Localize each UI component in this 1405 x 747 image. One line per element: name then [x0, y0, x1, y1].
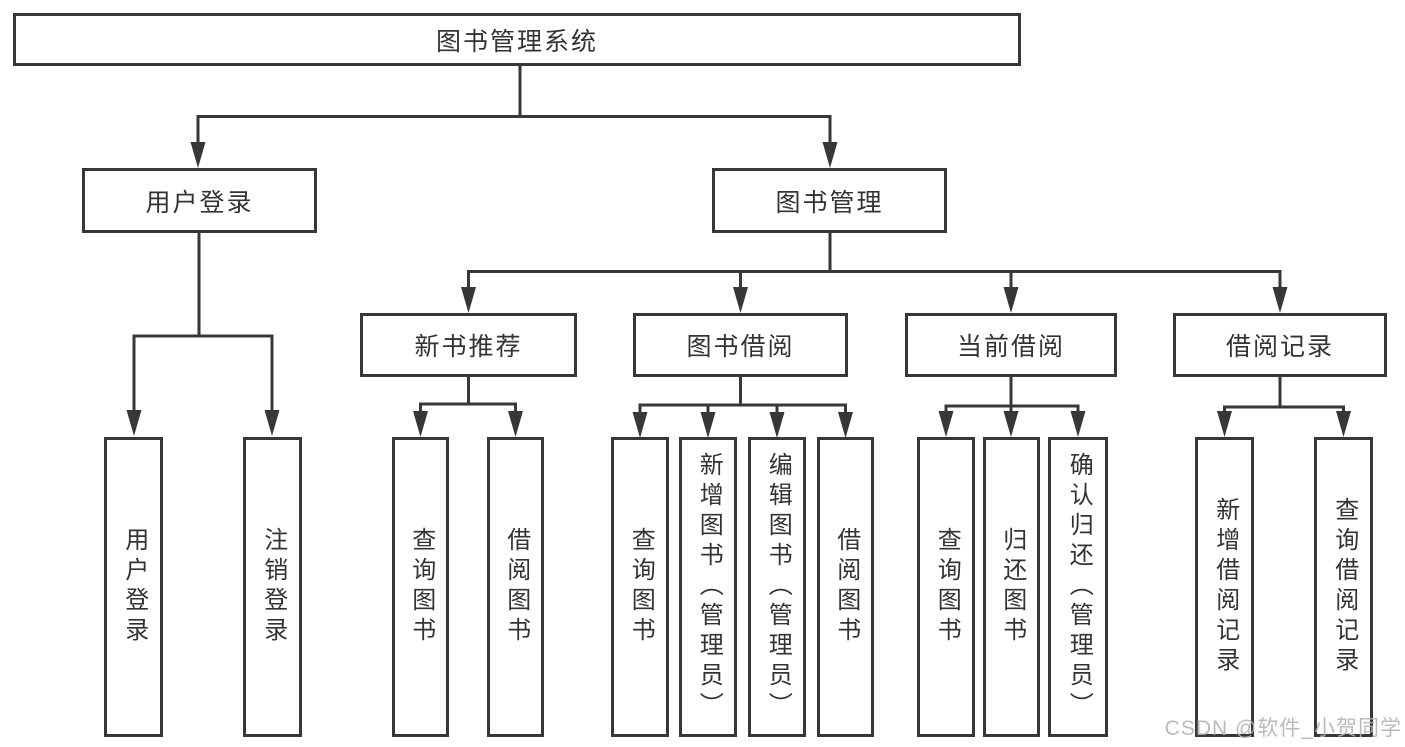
- watermark-csdn: CSDN @软件_小贺同学: [1164, 717, 1402, 740]
- node-label: 图书管理系统: [435, 27, 598, 56]
- node-user-login: 用户登录: [82, 168, 317, 233]
- node-borrowing-records: 借阅记录: [1173, 313, 1387, 377]
- node-label: 新书推荐: [414, 333, 523, 361]
- leaf-label: 借阅图书: [832, 527, 860, 647]
- leaf-query-books-current: 查询图书: [917, 437, 975, 737]
- leaf-edit-books-admin: 编辑图书（管理员）: [748, 437, 806, 737]
- node-book-borrowing: 图书借阅: [633, 313, 848, 377]
- leaf-label: 查询图书: [407, 527, 435, 647]
- leaf-add-books-admin: 新增图书（管理员）: [679, 437, 737, 737]
- leaf-query-borrow-record: 查询借阅记录: [1314, 437, 1373, 737]
- leaf-label: 确认归还（管理员）: [1065, 452, 1093, 722]
- node-book-management: 图书管理: [712, 168, 947, 233]
- node-label: 借阅记录: [1225, 333, 1334, 361]
- leaf-confirm-return-admin: 确认归还（管理员）: [1048, 437, 1108, 737]
- node-new-book-recommendation: 新书推荐: [360, 313, 577, 377]
- node-label: 当前借阅: [956, 333, 1065, 361]
- leaf-borrow-books-recommend: 借阅图书: [487, 437, 544, 737]
- leaf-label: 借阅图书: [502, 527, 530, 647]
- leaf-label: 注销登录: [259, 527, 287, 647]
- node-label: 用户登录: [145, 188, 254, 217]
- leaf-borrow-books: 借阅图书: [817, 437, 874, 737]
- node-current-borrowing: 当前借阅: [905, 313, 1117, 377]
- leaf-add-borrow-record: 新增借阅记录: [1195, 437, 1254, 737]
- node-library-management-system: 图书管理系统: [13, 13, 1021, 66]
- leaf-label: 编辑图书（管理员）: [764, 452, 792, 722]
- leaf-label: 查询图书: [933, 527, 961, 647]
- leaf-label: 新增借阅记录: [1211, 497, 1239, 677]
- leaf-query-books-borrow: 查询图书: [611, 437, 669, 737]
- tree-edges: [132, 66, 1345, 414]
- leaf-label: 新增图书（管理员）: [695, 452, 723, 722]
- leaf-return-books: 归还图书: [983, 437, 1040, 737]
- leaf-label: 用户登录: [120, 527, 148, 647]
- leaf-label: 查询借阅记录: [1330, 497, 1358, 677]
- leaf-logout: 注销登录: [243, 437, 302, 737]
- leaf-user-login: 用户登录: [104, 437, 163, 737]
- leaf-query-books-recommend: 查询图书: [392, 437, 449, 737]
- leaf-label: 归还图书: [998, 527, 1026, 647]
- leaf-label: 查询图书: [627, 527, 655, 647]
- node-label: 图书借阅: [686, 333, 795, 361]
- node-label: 图书管理: [775, 188, 884, 217]
- arrowheads: [126, 142, 1351, 438]
